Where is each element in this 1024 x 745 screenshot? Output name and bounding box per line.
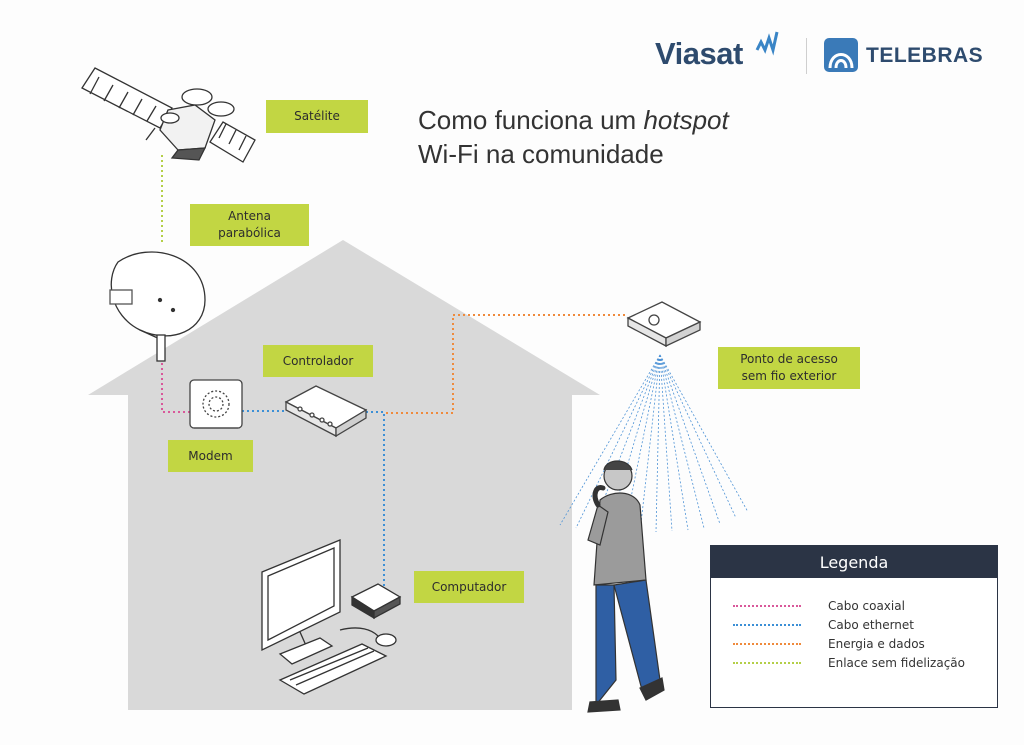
label-access-point: Ponto de acesso sem fio exterior xyxy=(718,347,860,389)
legend-item-power: Energia e dados xyxy=(733,635,925,653)
label-dish-line2: parabólica xyxy=(218,226,281,240)
legend-swatch-ethernet xyxy=(733,624,801,626)
label-satellite: Satélite xyxy=(266,100,368,133)
legend: Legenda Cabo coaxial Cabo ethernet Energ… xyxy=(710,545,998,708)
legend-item-ethernet: Cabo ethernet xyxy=(733,616,914,634)
legend-item-link: Enlace sem fidelização xyxy=(733,654,965,672)
label-modem-text: Modem xyxy=(188,448,233,463)
title-line1-italic: hotspot xyxy=(643,105,729,135)
telebras-logo: TELEBRAS xyxy=(866,44,984,67)
label-satellite-text: Satélite xyxy=(294,109,340,123)
label-access-point-line2: sem fio exterior xyxy=(741,369,837,383)
legend-item-coaxial: Cabo coaxial xyxy=(733,597,905,615)
link-ethernet-controller-computer xyxy=(366,411,385,590)
legend-swatch-power xyxy=(733,643,801,645)
legend-swatch-link xyxy=(733,662,801,664)
dish-icon xyxy=(109,251,206,362)
page-title: Como funciona um hotspot Wi-Fi na comuni… xyxy=(418,103,838,171)
viasat-logo: Viasat xyxy=(655,36,743,71)
label-dish-line1: Antena xyxy=(228,209,271,223)
label-modem: Modem xyxy=(168,440,253,472)
access-point-icon xyxy=(626,301,702,348)
label-computer-text: Computador xyxy=(431,579,507,594)
viasat-logo-mark xyxy=(755,31,779,56)
telebras-logo-mark xyxy=(824,38,858,72)
modem-icon xyxy=(189,379,243,429)
legend-swatch-coaxial xyxy=(733,605,801,607)
title-line2: Wi-Fi na comunidade xyxy=(418,139,664,169)
label-computer: Computador xyxy=(414,571,524,603)
person-figure xyxy=(587,460,665,713)
label-dish: Antena parabólica xyxy=(190,204,309,246)
legend-label-coaxial: Cabo coaxial xyxy=(828,599,905,613)
logo-divider xyxy=(806,38,807,74)
satellite-icon xyxy=(81,67,256,163)
computer-icon xyxy=(261,539,402,695)
link-power-data xyxy=(386,314,628,414)
label-access-point-line1: Ponto de acesso xyxy=(740,352,838,366)
label-controller-text: Controlador xyxy=(282,353,354,368)
title-line1-prefix: Como funciona um xyxy=(418,105,644,135)
legend-label-link: Enlace sem fidelização xyxy=(828,656,965,670)
controller-icon xyxy=(284,385,368,438)
legend-label-ethernet: Cabo ethernet xyxy=(828,618,914,632)
legend-title: Legenda xyxy=(711,546,997,578)
legend-label-power: Energia e dados xyxy=(828,637,925,651)
label-controller: Controlador xyxy=(263,345,373,377)
